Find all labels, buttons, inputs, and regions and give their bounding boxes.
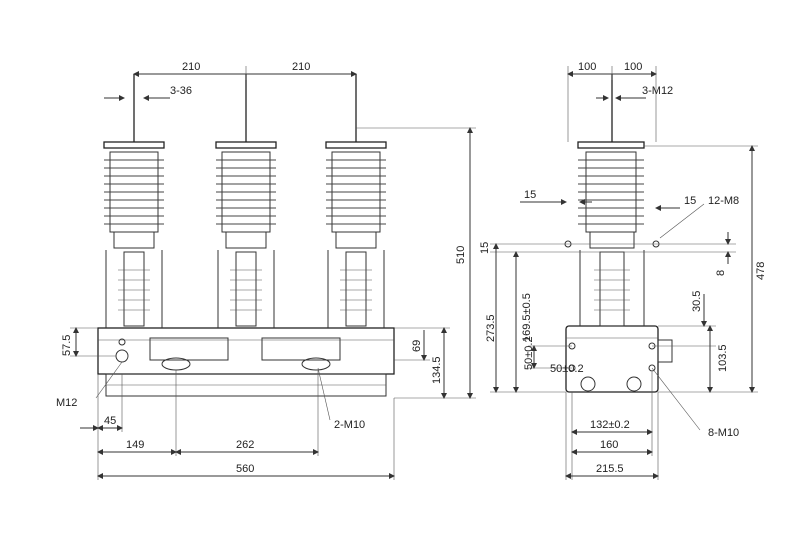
dim-mount-offset: 69 — [411, 340, 423, 352]
front-panel-right — [261, 337, 341, 361]
side-dim-top-right: 100 — [624, 61, 642, 73]
side-dim-top-left: 100 — [578, 61, 596, 73]
side-dim-103: 103.5 — [717, 344, 729, 372]
side-dim-478: 478 — [755, 262, 767, 280]
side-dim-8: 8 — [715, 270, 727, 276]
front-view: 210 210 3-36 510 134.5 69 57.5 M12 2-M10… — [56, 61, 476, 480]
dim-bottom-holes: 2-M10 — [334, 419, 365, 431]
side-dim-160: 160 — [600, 439, 618, 451]
side-view: 100 100 3-M12 15 15 12-M8 15 169.5±0.5 2… — [479, 61, 767, 480]
side-pole-fins — [578, 159, 644, 225]
side-dim-fin-left: 15 — [524, 189, 536, 201]
dim-thread-left: M12 — [56, 397, 77, 409]
dim-height-total: 510 — [455, 246, 467, 264]
side-dim-15-vert: 15 — [479, 242, 491, 254]
pole-3-fins — [326, 159, 386, 225]
side-dim-30: 30.5 — [691, 291, 703, 312]
dim-side-offset: 57.5 — [61, 335, 73, 356]
side-dim-273: 273.5 — [485, 314, 497, 342]
dim-149: 149 — [126, 439, 144, 451]
side-dim-terminal-thread: 3-M12 — [642, 85, 673, 97]
dim-45: 45 — [104, 415, 116, 427]
front-panel-left — [149, 337, 229, 361]
dim-terminal-thread: 3-36 — [170, 85, 192, 97]
side-dim-132: 132±0.2 — [590, 419, 630, 431]
side-dim-fin-right: 15 — [684, 195, 696, 207]
dim-262: 262 — [236, 439, 254, 451]
pole-3 — [325, 74, 387, 328]
side-dim-169: 169.5±0.5 — [521, 293, 533, 342]
pole-2 — [215, 74, 277, 328]
side-mechanism-box — [565, 325, 659, 393]
side-dim-bottom-holes: 8-M10 — [708, 427, 739, 439]
side-dim-50: 50±0.2 — [523, 336, 535, 370]
side-dim-top-holes: 12-M8 — [708, 195, 739, 207]
dim-pitch-left: 210 — [182, 61, 200, 73]
pole-1 — [103, 74, 165, 328]
dim-width-total: 560 — [236, 463, 254, 475]
side-pole — [564, 74, 660, 327]
pole-2-fins — [216, 159, 276, 225]
side-dimensions — [490, 66, 758, 480]
side-dim-215: 215.5 — [596, 463, 624, 475]
dim-mount-height: 134.5 — [431, 356, 443, 384]
front-base-frame — [97, 327, 395, 375]
front-dimensions — [70, 66, 476, 480]
dim-pitch-right: 210 — [292, 61, 310, 73]
pole-1-fins — [104, 159, 164, 225]
side-dim-50-left: 50±0.2 — [550, 363, 584, 375]
